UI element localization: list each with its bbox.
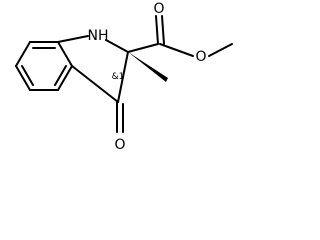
bond-ring-6 (15, 41, 31, 67)
bond-ring-5 (15, 65, 31, 91)
bond-c7a-n (57, 35, 89, 43)
bond-ring-3 (57, 65, 73, 91)
stereo-label: &1 (112, 72, 125, 82)
bond-ring-3-inner (54, 65, 67, 86)
bond-n-c2 (105, 39, 129, 53)
bond-ring-2 (57, 41, 73, 67)
bond-oester-methyl (208, 43, 233, 57)
benzene-ring (15, 41, 73, 91)
ketone-group: O (114, 101, 126, 153)
ester-group: O O (127, 1, 233, 65)
bond-c2-carbonyl (127, 43, 159, 53)
atom-nh: NH (88, 28, 109, 44)
bond-ring-5-inner (21, 65, 34, 86)
bond-carbonyl-o (155, 15, 159, 45)
bond-carbonyl-oester (159, 43, 194, 57)
atom-o-ester: O (195, 49, 206, 65)
bond-c2-c3 (117, 51, 129, 103)
atom-o-ketone: O (114, 137, 125, 153)
atom-o-carbonyl: O (153, 1, 164, 17)
bond-c3-c3a (71, 65, 119, 103)
methyl-wedge-bond (128, 52, 168, 82)
pyrrolidinone-ring (57, 35, 129, 103)
structure-diagram: O O O NH &1 (15, 1, 233, 153)
bond-carbonyl-o-double (161, 15, 165, 45)
